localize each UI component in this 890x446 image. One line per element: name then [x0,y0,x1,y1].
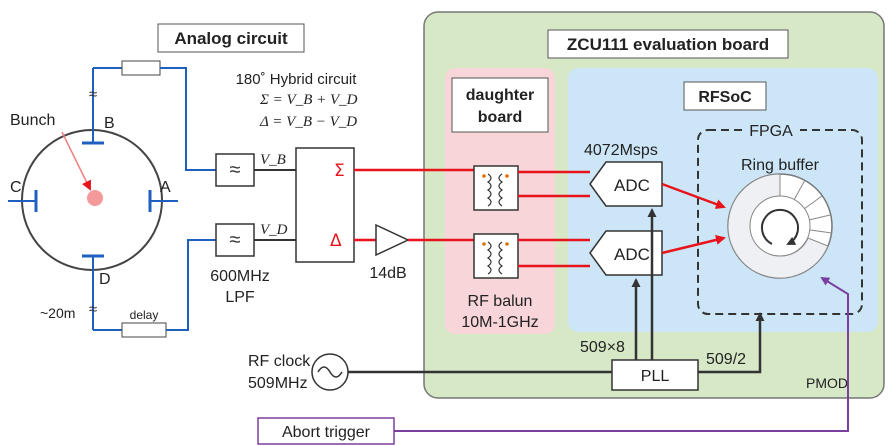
svg-text:≈: ≈ [230,229,241,251]
electrode-label-d: D [99,271,111,288]
hybrid-diff-port: Δ [330,231,342,251]
cable-b-resistor [121,60,161,76]
pll-box [611,359,699,391]
zcu111-title-box [547,29,789,59]
ring-buffer-label: Ring buffer [741,157,820,174]
hybrid-diff-eq: Δ = V_B − V_D [259,114,357,130]
vb-label: V_B [260,152,286,168]
adc-top-to-buffer [661,182,726,209]
lpf-top: ≈ [215,153,255,187]
hybrid-sum-eq: Σ = V_B + V_D [259,92,358,108]
delay-label: delay [130,308,159,322]
abort-trigger-box [257,417,395,445]
adc-rate: 4072Msps [584,142,658,159]
lpf-label-line2: LPF [225,289,255,306]
electrode-label-b: B [104,115,115,132]
amplifier [375,223,410,257]
bunch-dot [87,190,103,206]
analog-title-box [157,23,305,53]
adc-bottom-to-buffer [661,235,726,255]
ring-buffer [727,173,833,279]
clock-div: 509/2 [706,351,746,368]
rfsoc-title: RFSoC [698,89,752,106]
clock-label-line1: RF clock [248,353,311,370]
zcu111-title: ZCU111 evaluation board [567,35,769,54]
hybrid-box [295,147,355,263]
fpga-title: FPGA [749,123,793,140]
pll-label: PLL [641,368,670,385]
cable-b-break: ≈ [89,86,97,103]
delay-box [121,322,167,338]
adc-top-label: ADC [614,176,650,195]
bunch-label: Bunch [10,112,55,129]
electrode-label-c: C [10,179,22,196]
balun-label-line2: 10M-1GHz [461,314,538,331]
hybrid-title: 180˚ Hybrid circuit [236,71,358,88]
hybrid-sum-port: Σ [334,161,345,181]
balun-label-line1: RF balun [468,293,533,310]
pmod-label: PMOD [806,375,848,391]
amplifier-gain: 14dB [369,265,406,282]
electrode-a [148,190,178,212]
cable-length-label: ~20m [40,305,75,321]
daughter-title-line1: daughter [466,87,534,104]
electrode-label-a: A [160,179,171,196]
electrode-d [82,254,104,330]
analog-title: Analog circuit [174,29,288,48]
clock-mult: 509×8 [580,339,625,356]
clock-label-line2: 509MHz [248,375,308,392]
daughter-title-line2: board [478,109,522,126]
vd-label: V_D [260,222,288,238]
bunch-pointer [61,131,91,191]
rfsoc-title-box [683,81,767,111]
abort-trigger-line [394,276,849,432]
abort-trigger-label: Abort trigger [282,424,371,441]
daughter-title-box [451,77,549,133]
adc-bottom-label: ADC [614,245,650,264]
balun-top [473,165,519,211]
lpf-bottom: ≈ [215,223,255,257]
lpf-label-line1: 600MHz [210,268,270,285]
cable-d-break: ≈ [89,301,97,318]
electrode-b [82,68,104,145]
balun-bottom [473,233,519,279]
svg-text:≈: ≈ [230,159,241,181]
electrode-c [8,190,38,212]
